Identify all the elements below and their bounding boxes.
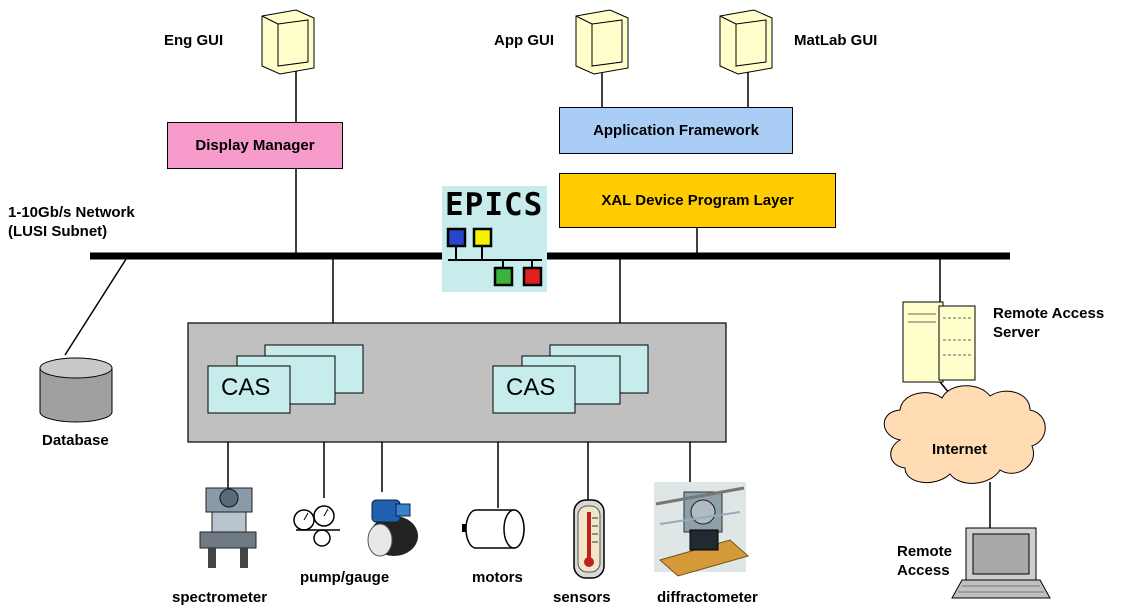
diffractometer-icon — [654, 482, 750, 577]
internet-cloud-icon — [883, 385, 1046, 484]
server-icon — [902, 301, 976, 383]
cas-stack-left — [207, 344, 364, 414]
network-label: 1-10Gb/s Network (LUSI Subnet) — [8, 204, 135, 240]
database-icon — [39, 357, 113, 423]
display-manager-box: Display Manager — [167, 122, 343, 169]
cas-label-right: CAS — [506, 374, 556, 401]
application-framework-box: Application Framework — [559, 107, 793, 154]
sensors-label: sensors — [553, 589, 611, 606]
pump-gauge-icon — [293, 499, 418, 557]
spectrometer-icon — [199, 487, 257, 568]
connection-lines — [64, 68, 991, 528]
diffractometer-label: diffractometer — [657, 589, 758, 606]
xal-device-program-layer-box: XAL Device Program Layer — [559, 173, 836, 228]
database-label: Database — [42, 432, 109, 449]
motors-label: motors — [472, 569, 523, 586]
epics-logo-icon — [446, 227, 543, 287]
app-gui-label: App GUI — [494, 32, 554, 49]
internet-label: Internet — [932, 441, 988, 458]
epics-logo-text: EPICS — [445, 187, 544, 223]
matlab-gui-label: MatLab GUI — [794, 32, 878, 49]
matlab-gui-monitor-icon — [719, 9, 773, 75]
cas-stack-right — [492, 344, 649, 414]
eng-gui-monitor-icon — [261, 9, 315, 75]
spectrometer-label: spectrometer — [172, 589, 268, 606]
laptop-icon — [951, 527, 1051, 599]
remote-access-server-label: Remote Access Server — [993, 305, 1105, 341]
pump-gauge-label: pump/gauge — [300, 569, 390, 586]
motor-icon — [462, 509, 525, 549]
app-gui-monitor-icon — [575, 9, 629, 75]
sensor-thermometer-icon — [573, 499, 605, 579]
remote-access-label: Remote Access — [897, 543, 953, 579]
cas-label-left: CAS — [221, 374, 271, 401]
eng-gui-label: Eng GUI — [164, 32, 224, 49]
